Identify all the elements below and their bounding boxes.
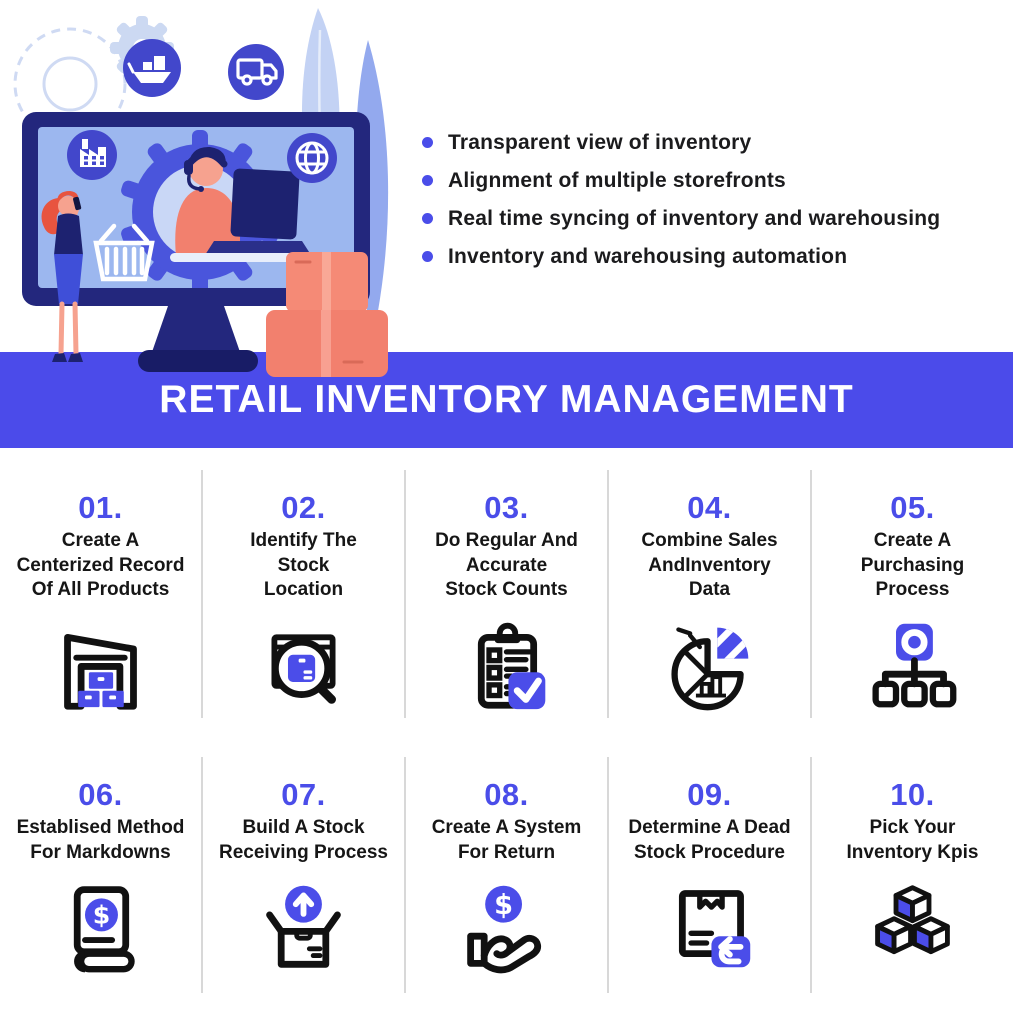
factory-icon [67,130,117,180]
feature-list: Transparent view of inventory Alignment … [412,131,992,283]
step-title: Combine Sales AndInventory Data [641,530,778,600]
hero-illustration [13,8,389,377]
step-title: Create A Centerized Record Of All Produc… [16,530,185,600]
step-03: 03. Do Regular And Accurate Stock Counts [406,470,609,718]
return-box-icon [609,878,810,980]
bullet-icon [422,213,433,225]
feature-text: Transparent view of inventory [448,131,752,154]
step-number: 06. [78,777,123,812]
step-title: Create A Purchasing Process [860,530,965,600]
steps-row-2: 06. Establised Method For Markdowns $ 07… [0,757,1013,993]
checklist-check-icon [406,616,607,718]
search-stock-icon [203,616,404,718]
step-number: 10. [890,777,935,812]
woman-on-phone [41,191,83,362]
list-item: Real time syncing of inventory and wareh… [412,207,992,230]
package-boxes [266,252,388,377]
step-number: 07. [281,777,326,812]
step-title: Pick Your Inventory Kpis [846,817,979,863]
bullet-icon [422,137,433,148]
laptop-icon [170,168,322,262]
step-05: 05. Create A Purchasing Process [812,470,1013,718]
delivery-truck-icon [228,44,284,100]
steps-row-1: 01. Create A Centerized Record Of All Pr… [0,470,1013,718]
step-02: 02. Identify The Stock Location [203,470,406,718]
list-item: Inventory and warehousing automation [412,245,992,268]
monitor-stand [138,306,258,372]
list-item: Alignment of multiple storefronts [412,169,992,192]
title-banner: RETAIL INVENTORY MANAGEMENT [0,352,1013,448]
step-09: 09. Determine A Dead Stock Procedure [609,757,812,993]
step-06: 06. Establised Method For Markdowns $ [0,757,203,993]
hand-coin-icon: $ [406,878,607,980]
step-title: Do Regular And Accurate Stock Counts [435,530,578,600]
list-item: Transparent view of inventory [412,131,992,154]
step-10: 10. Pick Your Inventory Kpis [812,757,1013,993]
step-01: 01. Create A Centerized Record Of All Pr… [0,470,203,718]
support-agent [175,146,240,258]
svg-text:$: $ [494,890,513,921]
step-04: 04. Combine Sales AndInventory Data [609,470,812,718]
stock-cubes-icon [812,878,1013,980]
feature-text: Real time syncing of inventory and wareh… [448,207,941,231]
step-08: 08. Create A System For Return $ [406,757,609,993]
step-title: Create A System For Return [431,817,582,863]
price-book-icon: $ [0,878,201,980]
step-number: 08. [484,777,529,812]
step-number: 01. [78,490,123,525]
step-number: 09. [687,777,732,812]
step-number: 04. [687,490,732,525]
step-number: 02. [281,490,326,525]
step-title: Establised Method For Markdowns [16,817,185,863]
step-title: Identify The Stock Location [250,530,357,600]
pie-chart-icon [609,616,810,718]
bullet-icon [422,175,433,187]
receive-box-icon [203,878,404,980]
step-title: Build A Stock Receiving Process [219,817,388,863]
shopping-basket-icon [93,223,155,282]
feature-text: Alignment of multiple storefronts [448,169,786,193]
step-07: 07. Build A Stock Receiving Process [203,757,406,993]
page-title: RETAIL INVENTORY MANAGEMENT [159,378,854,421]
step-title: Determine A Dead Stock Procedure [628,817,791,863]
cargo-ship-icon [123,39,181,97]
step-number: 05. [890,490,935,525]
step-number: 03. [484,490,529,525]
globe-icon [287,133,337,183]
bullet-icon [422,251,433,263]
feature-text: Inventory and warehousing automation [448,245,848,269]
hierarchy-icon [812,616,1013,718]
svg-text:$: $ [93,901,111,930]
warehouse-boxes-icon [0,616,201,718]
